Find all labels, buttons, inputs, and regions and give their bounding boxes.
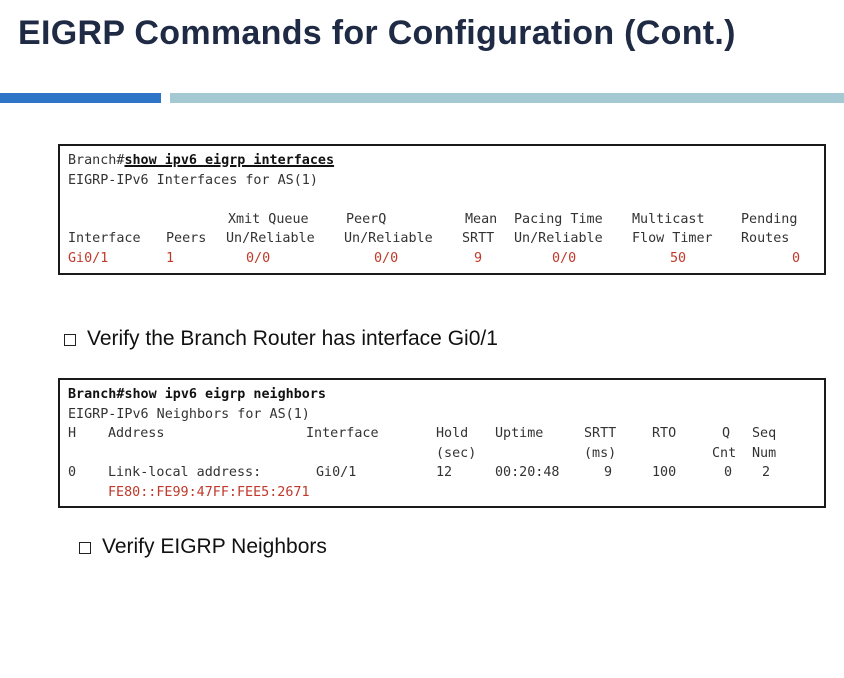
blank-line xyxy=(68,190,824,210)
header-cell: Xmit Queue xyxy=(228,211,309,227)
table-header-row-2: Interface Peers Un/Reliable Un/Reliable … xyxy=(68,229,824,249)
command-line: Branch#show ipv6 eigrp interfaces xyxy=(68,151,824,171)
slide-title: EIGRP Commands for Configuration (Cont.) xyxy=(18,14,736,52)
header-cell: (sec) xyxy=(436,445,477,461)
header-cell: SRTT xyxy=(584,426,617,441)
header-cell: Un/Reliable xyxy=(226,231,315,246)
header-cell: Routes xyxy=(741,231,790,246)
queue-count-cell: 0 xyxy=(724,465,733,480)
uptime-cell: 00:20:48 xyxy=(495,465,560,480)
checkbox-bullet-icon xyxy=(79,542,91,554)
prompt: Branch# xyxy=(68,387,125,402)
header-cell: Q xyxy=(722,426,731,441)
header-cell: Cnt xyxy=(712,445,737,461)
header-cell: Interface xyxy=(306,426,379,441)
header-cell: Flow Timer xyxy=(632,231,713,246)
peerq-cell: 0/0 xyxy=(374,250,399,266)
sequence-number-cell: 2 xyxy=(762,465,771,480)
rto-cell: 100 xyxy=(652,465,677,480)
output-subtitle: EIGRP-IPv6 Interfaces for AS(1) xyxy=(68,172,318,188)
interfaces-terminal-output: Branch#show ipv6 eigrp interfaces EIGRP-… xyxy=(58,144,826,275)
header-cell: Multicast xyxy=(632,211,705,227)
header-cell: RTO xyxy=(652,426,677,441)
header-cell: Interface xyxy=(68,231,141,246)
table-header-row-1: Xmit Queue PeerQ Mean Pacing Time Multic… xyxy=(68,210,824,230)
flow-timer-cell: 50 xyxy=(670,250,687,266)
header-cell: H xyxy=(68,426,77,441)
table-header-row-1: H Address Interface Hold Uptime SRTT RTO… xyxy=(68,424,824,444)
checkbox-bullet-icon xyxy=(64,334,76,346)
header-cell: Seq xyxy=(752,426,777,441)
bullet-text: Verify the Branch Router has interface G… xyxy=(87,327,498,350)
neighbors-terminal-output: Branch#show ipv6 eigrp neighbors EIGRP-I… xyxy=(58,378,826,508)
title-underline-accent xyxy=(0,93,161,103)
srtt-cell: 9 xyxy=(474,250,483,266)
header-cell: PeerQ xyxy=(346,211,387,227)
header-cell: Address xyxy=(108,426,165,441)
header-cell: Mean xyxy=(465,211,498,227)
bullet-text: Verify EIGRP Neighbors xyxy=(102,535,327,558)
output-subtitle: EIGRP-IPv6 Neighbors for AS(1) xyxy=(68,406,310,422)
title-underline-bar xyxy=(170,93,844,103)
table-header-row-2: (sec) (ms) Cnt Num xyxy=(68,444,824,464)
srtt-cell: 9 xyxy=(604,465,613,480)
interface-cell: Gi0/1 xyxy=(316,465,357,480)
prompt: Branch# xyxy=(68,153,125,168)
link-local-address-line: FE80::FE99:47FF:FEE5:2671 xyxy=(68,483,824,503)
ipv6-address: FE80::FE99:47FF:FEE5:2671 xyxy=(108,484,310,500)
header-cell: SRTT xyxy=(462,231,495,246)
header-cell: Pending xyxy=(741,211,798,227)
handle-cell: 0 xyxy=(68,465,77,480)
xmit-queue-cell: 0/0 xyxy=(246,250,271,266)
command-line: Branch#show ipv6 eigrp neighbors xyxy=(68,385,824,405)
pending-routes-cell: 0 xyxy=(792,250,801,266)
header-cell: Un/Reliable xyxy=(514,231,603,246)
header-cell: (ms) xyxy=(584,445,617,461)
header-cell: Num xyxy=(752,445,777,461)
command: show ipv6 eigrp neighbors xyxy=(124,387,326,402)
table-row: 0 Link-local address: Gi0/1 12 00:20:48 … xyxy=(68,463,824,483)
pacing-time-cell: 0/0 xyxy=(552,250,577,266)
bullet-item: Verify EIGRP Neighbors xyxy=(79,535,327,559)
header-cell: Pacing Time xyxy=(514,211,603,227)
header-cell: Hold xyxy=(436,426,469,441)
command: show ipv6 eigrp interfaces xyxy=(124,153,335,168)
header-cell: Uptime xyxy=(495,426,544,441)
header-cell: Un/Reliable xyxy=(344,231,433,246)
address-cell: Link-local address: xyxy=(108,465,262,480)
hold-cell: 12 xyxy=(436,465,453,480)
header-cell: Peers xyxy=(166,231,207,246)
table-row: Gi0/1 1 0/0 0/0 9 0/0 50 0 xyxy=(68,249,824,269)
bullet-item: Verify the Branch Router has interface G… xyxy=(64,327,498,351)
interface-cell: Gi0/1 xyxy=(68,250,109,266)
peers-cell: 1 xyxy=(166,250,175,266)
